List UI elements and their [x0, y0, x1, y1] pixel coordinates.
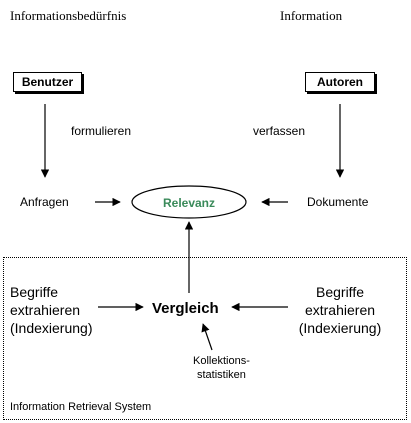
- begriffe-right-line-1: Begriffe: [316, 284, 364, 300]
- autoren-box: Autoren: [305, 72, 375, 92]
- kollektion-line-2: statistiken: [196, 369, 246, 381]
- dokumente-label: Dokumente: [307, 195, 369, 209]
- begriffe-left-line-2: extrahieren: [10, 302, 81, 318]
- relevanz-ellipse: [131, 185, 247, 219]
- kollektion-label: Kollektions- statistiken: [193, 354, 250, 382]
- begriffe-right: Begriffe extrahieren (Indexierung): [290, 283, 390, 337]
- information-retrieval-system-frame: [3, 257, 407, 420]
- begriffe-left: Begriffe extrahieren (Indexierung): [10, 283, 93, 337]
- header-left-title: Informationsbedürfnis: [10, 8, 127, 23]
- benutzer-box: Benutzer: [13, 72, 82, 92]
- begriffe-left-line-3: (Indexierung): [10, 320, 93, 336]
- anfragen-label: Anfragen: [20, 195, 69, 209]
- verfassen-label: verfassen: [253, 124, 306, 138]
- vergleich-label: Vergleich: [152, 300, 219, 317]
- header-right-title: Information: [280, 8, 343, 23]
- relevanz-label: Relevanz: [163, 196, 215, 210]
- begriffe-left-line-1: Begriffe: [10, 284, 58, 300]
- begriffe-right-line-2: extrahieren: [304, 302, 376, 318]
- kollektion-line-1: Kollektions-: [193, 355, 250, 367]
- begriffe-right-line-3: (Indexierung): [298, 320, 382, 336]
- system-label: Information Retrieval System: [10, 401, 152, 413]
- formulieren-label: formulieren: [71, 124, 132, 138]
- arrow-kollektion-vergleich: [201, 323, 213, 351]
